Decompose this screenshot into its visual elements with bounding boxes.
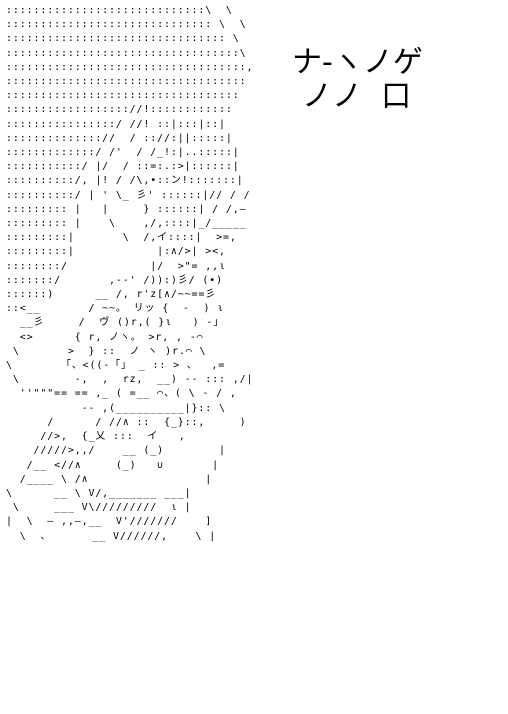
ascii-art-line: /__ <//∧ (_) ∪ | (6, 459, 219, 471)
ascii-art-line: ::<__ / ~~。 リッ { - ) ι (6, 303, 225, 315)
ascii-art-line: ::::::::: | \ ,/,::::|_/_____ (6, 218, 247, 230)
ascii-art-line: :::::::::::::::::::::::::::::::: \ (6, 33, 240, 45)
ascii-art-line: \ > } :: ノ ヽ )r.⌒ \ (6, 345, 207, 357)
ascii-art-line: :::::::::::::::::://!:::::::::::: (6, 104, 233, 116)
ascii-art-line: __彡 / ヴ ()r,( }ι ) -」 (6, 317, 225, 329)
art-caption: ナ‐ヽノゲ ノノ 口 (292, 45, 423, 114)
ascii-art-line: ''"""== == ,_ ( =__ ⌒、( \ - / , (6, 388, 237, 400)
ascii-art-line: ::::::::/ |/ >"= ,,ι (6, 260, 233, 272)
ascii-art-line: :::::::::::::::::::::::::::::::::: (6, 90, 240, 102)
ascii-art-line: ::::::::::::::::/ //! ::|:::|::| (6, 118, 226, 130)
ascii-art-line: /////>,,/ __ (_) | (6, 445, 226, 457)
ascii-art-line: -- ,(__________|}:: \ (6, 402, 233, 414)
ascii-art-line: ::::::) __ /, r'z[∧/~~==彡 (6, 289, 217, 301)
ascii-art-line: \ ___ V\///////// ι | (6, 502, 192, 514)
art-caption-line-2: ノノ 口 (302, 79, 412, 114)
ascii-art-line: :::::::::::::::::::::::::::::: \ \ (6, 19, 247, 31)
ascii-art-line: <> { r, ノヽ。 >r, , -⌒ (6, 331, 204, 343)
ascii-art-line: ::::::::: | | } ::::::| / /,— (6, 203, 247, 215)
ascii-art-line: ::::::::::::::// / :://:||:::::| (6, 132, 233, 144)
ascii-art-line: ::::::::::/ | ' \_ 彡' ::::::|// / / (6, 189, 251, 201)
ascii-art-line: ::::::::::::::::::::::::::::::::::: (6, 76, 247, 88)
ascii-art-line: ::::::::::::::::::::::::::::::::::\ (6, 47, 247, 59)
ascii-art-line: \ 、 __ V//////, \ | (6, 530, 217, 542)
ascii-art-line: :::::::::::::::::::::::::::::::::::, (6, 61, 254, 73)
ascii-art-line: | \ — ,,—,__ V'/////// ] (6, 516, 213, 528)
ascii-art-line: / / //∧ :: {_}::, ) (6, 416, 247, 428)
ascii-art-line: :::::::::| |:∧/>| ><, (6, 246, 226, 258)
ascii-art-line: \ __ \ V/,_______ ___| (6, 487, 192, 499)
ascii-art-line: :::::::::::::/ /' / /_!:|..:::::| (6, 147, 240, 159)
ascii-art-line: ::::::::::/, |! / /\,•::ン!:::::::| (6, 175, 244, 187)
ascii-art-line: :::::::::| \ /,イ::::| >=, (6, 232, 237, 244)
ascii-art-line: :::::::::::::::::::::::::::::\ \ (6, 5, 233, 16)
ascii-art-line: /____ \ /∧ | (6, 473, 213, 485)
ascii-art-text: :::::::::::::::::::::::::::::\ \ :::::::… (6, 4, 253, 544)
ascii-art-line: \ -, , rz, __) -- ::: ,/| (6, 374, 254, 386)
ascii-art-line: :::::::::::/ |/ / ::=:.:>|::::::| (6, 161, 240, 173)
art-caption-line-1: ナ‐ヽノゲ (292, 45, 423, 80)
ascii-art-line: //>, {_乂 ::: イ , (6, 431, 227, 443)
ascii-art-line: \ 「、<((-「」 _ :: > 、 ,= (6, 360, 226, 372)
ascii-art-line: :::::::/ ,--' /)):)彡/ (•) (6, 274, 230, 286)
